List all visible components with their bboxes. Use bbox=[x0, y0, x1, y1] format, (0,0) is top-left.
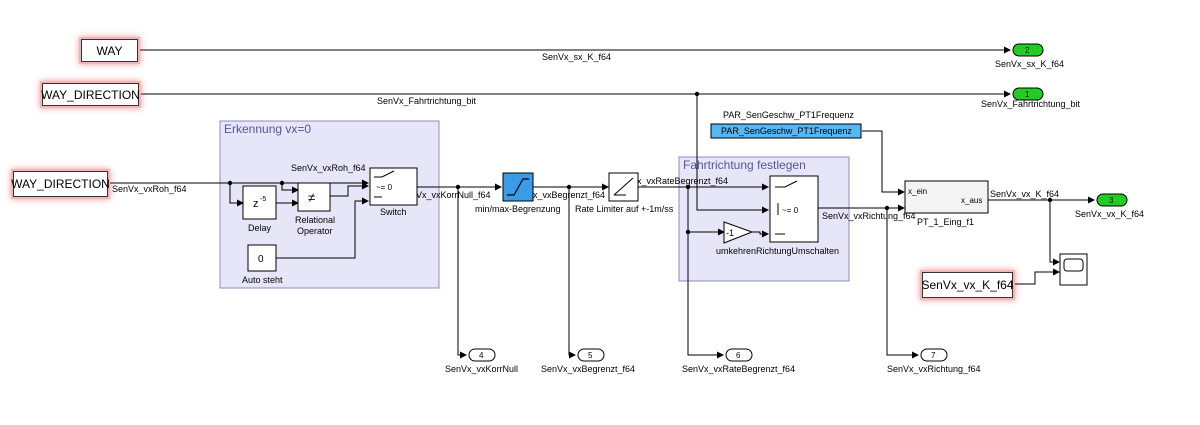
signal-label-vxroh-top: SenVx_vxRoh_f64 bbox=[291, 163, 366, 173]
outport-4-label: SenVx_vxKorrNull bbox=[445, 364, 518, 374]
umkehren-value: -1 bbox=[726, 228, 734, 238]
outport-6[interactable]: 6 SenVx_vxRateBegrenzt_f64 bbox=[682, 348, 795, 374]
switch-block[interactable]: ~= 0 Switch bbox=[369, 167, 418, 217]
outport-2[interactable]: 2 SenVx_sx_K_f64 bbox=[995, 43, 1064, 69]
signal-label-par: PAR_SenGeschw_PT1Frequenz bbox=[723, 110, 854, 120]
relational-operator-symbol: ≠ bbox=[308, 190, 315, 205]
outport-1-num: 1 bbox=[1025, 90, 1030, 99]
pt1-port-in: x_ein bbox=[908, 187, 927, 196]
outport-2-num: 2 bbox=[1025, 46, 1030, 55]
switch-condition: ~= 0 bbox=[376, 183, 393, 192]
signal-label-vxratebegrenzt: SenVx_vxRateBegrenzt_f64 bbox=[615, 176, 728, 186]
relational-operator-label-2: Operator bbox=[297, 226, 333, 236]
relational-operator-block[interactable]: ≠ Relational Operator bbox=[295, 182, 335, 236]
delay-block[interactable]: z -5 Delay bbox=[242, 185, 277, 233]
auto-steht-constant[interactable]: 0 Auto steht bbox=[242, 244, 283, 285]
umkehren-gain-block[interactable]: -1 umkehren bbox=[716, 221, 756, 256]
signal-label-vxkorrnull: SenVx_vxKorrNull_f64 bbox=[400, 190, 491, 200]
signal-label-fahrtrichtung: SenVx_Fahrtrichtung_bit bbox=[377, 96, 477, 106]
source-way-direction-left[interactable]: WAY_DIRECTION bbox=[11, 171, 110, 197]
outport-7-label: SenVx_vxRichtung_f64 bbox=[887, 364, 981, 374]
pt1-port-out: x_aus bbox=[961, 196, 982, 205]
richtung-umschalten-switch[interactable]: ~= 0 RichtungUmschalten bbox=[756, 175, 839, 256]
outport-3-label: SenVx_vx_K_f64 bbox=[1075, 209, 1144, 219]
outport-6-label: SenVx_vxRateBegrenzt_f64 bbox=[682, 364, 795, 374]
pt1-block[interactable]: x_ein x_aus PT_1_Eing_f1 bbox=[904, 180, 989, 227]
signal-label-sx: SenVx_sx_K_f64 bbox=[542, 52, 611, 62]
subsystem-fahrtrichtung[interactable]: Fahrtrichtung festlegen bbox=[678, 156, 850, 282]
switch-label: Switch bbox=[380, 207, 407, 217]
richtung-label: RichtungUmschalten bbox=[756, 246, 839, 256]
outport-6-num: 6 bbox=[736, 351, 741, 360]
umkehren-label: umkehren bbox=[716, 246, 756, 256]
subsystem-fahrtrichtung-title: Fahrtrichtung festlegen bbox=[683, 158, 806, 172]
delay-exponent: -5 bbox=[260, 196, 266, 203]
minmax-saturation-block[interactable]: min/max-Begrenzung bbox=[475, 172, 561, 214]
outport-7[interactable]: 7 SenVx_vxRichtung_f64 bbox=[887, 348, 981, 374]
source-way[interactable]: WAY bbox=[81, 39, 138, 62]
signal-label-vxk: SenVx_vx_K_f64 bbox=[990, 189, 1059, 199]
scope-block[interactable] bbox=[1059, 253, 1088, 286]
rate-limiter-label: Rate Limiter auf +-1m/ss bbox=[575, 204, 674, 214]
pt1-label: PT_1_Eing_f1 bbox=[917, 217, 974, 227]
rate-limiter-block[interactable]: Rate Limiter auf +-1m/ss bbox=[575, 172, 674, 214]
param-block-label: PAR_SenGeschw_PT1Frequenz bbox=[721, 126, 852, 136]
auto-steht-label: Auto steht bbox=[242, 275, 283, 285]
delay-symbol: z bbox=[253, 198, 259, 210]
richtung-condition: ~= 0 bbox=[782, 206, 799, 215]
relational-operator-label-1: Relational bbox=[295, 215, 335, 225]
signal-label-vxrichtung: SenVx_vxRichtung_f64 bbox=[822, 211, 916, 221]
outport-1-label: SenVx_Fahrtrichtung_bit bbox=[981, 99, 1081, 109]
source-way-direction-top[interactable]: WAY_DIRECTION bbox=[41, 83, 140, 106]
minmax-label: min/max-Begrenzung bbox=[475, 204, 561, 214]
outport-2-label: SenVx_sx_K_f64 bbox=[995, 59, 1064, 69]
outport-3-num: 3 bbox=[1109, 196, 1114, 205]
delay-label: Delay bbox=[248, 223, 272, 233]
signal-label-vxroh-left: SenVx_vxRoh_f64 bbox=[112, 184, 187, 194]
source-senvx-vx-k[interactable]: SenVx_vx_K_f64 bbox=[921, 272, 1014, 298]
outport-5-num: 5 bbox=[588, 351, 593, 360]
signal-labels: SenVx_sx_K_f64 SenVx_Fahrtrichtung_bit S… bbox=[112, 52, 1059, 221]
param-block[interactable]: PAR_SenGeschw_PT1Frequenz bbox=[710, 123, 862, 139]
outport-4[interactable]: 4 SenVx_vxKorrNull bbox=[445, 348, 518, 374]
outport-4-num: 4 bbox=[479, 351, 484, 360]
auto-steht-value: 0 bbox=[258, 254, 264, 265]
outport-1[interactable]: 1 SenVx_Fahrtrichtung_bit bbox=[981, 87, 1081, 109]
signal-lines bbox=[107, 46, 1095, 359]
outport-5[interactable]: 5 SenVx_vxBegrenzt_f64 bbox=[541, 348, 635, 374]
subsystem-erkennung-title: Erkennung vx=0 bbox=[224, 122, 311, 136]
outport-5-label: SenVx_vxBegrenzt_f64 bbox=[541, 364, 635, 374]
junctions bbox=[227, 91, 1053, 235]
outport-7-num: 7 bbox=[931, 351, 936, 360]
signal-label-vxbegrenzt: SenVx_vxBegrenzt_f64 bbox=[511, 190, 605, 200]
outport-3[interactable]: 3 SenVx_vx_K_f64 bbox=[1075, 193, 1144, 219]
